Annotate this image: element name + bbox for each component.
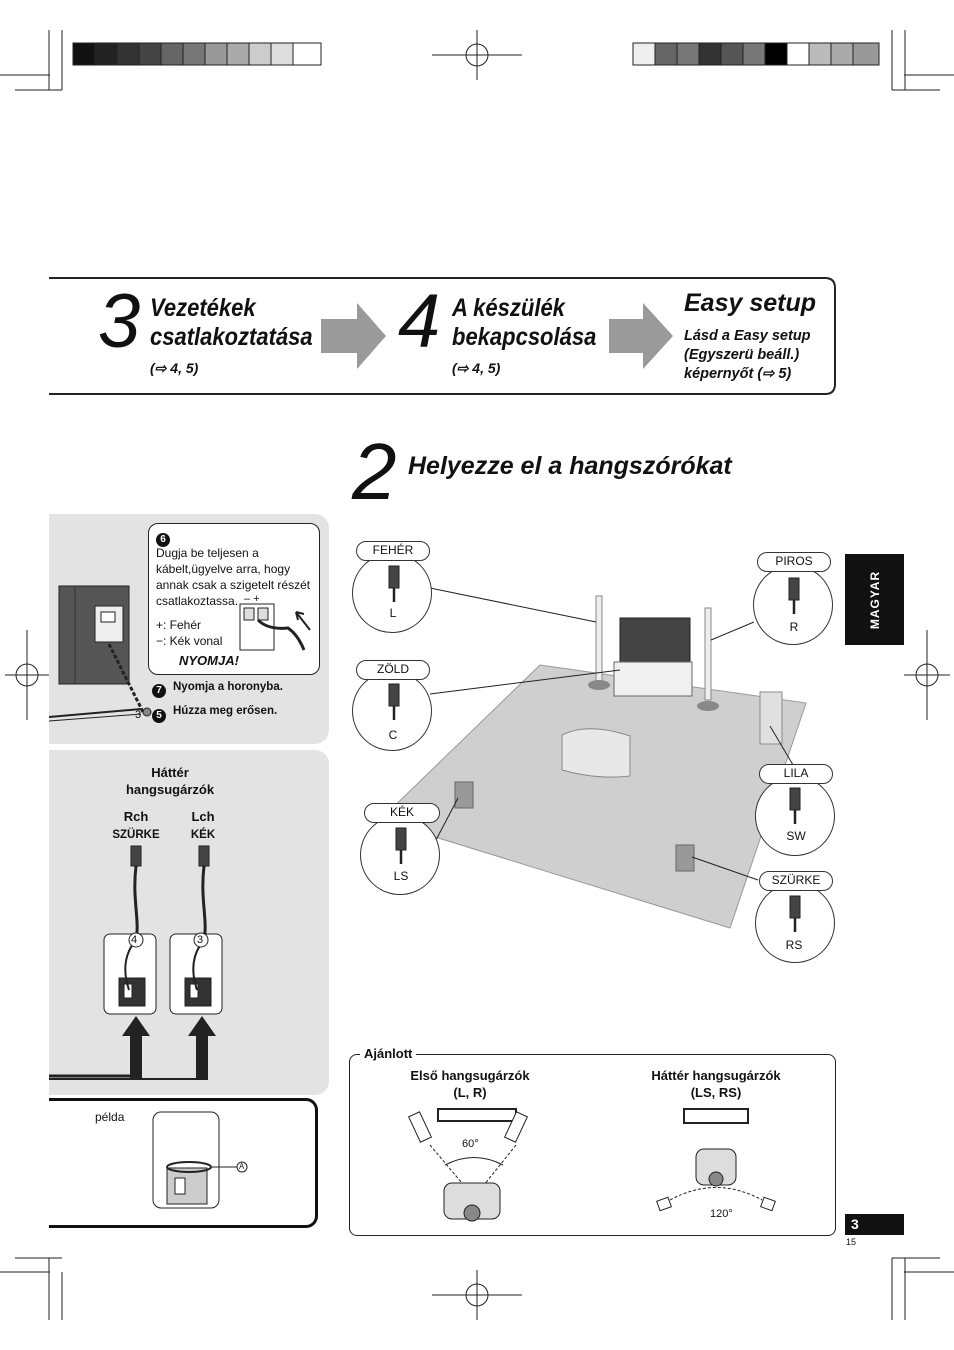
- surround-left-speaker: [454, 781, 474, 809]
- speaker-color-szürke: SZÜRKE: [759, 871, 833, 891]
- step3-title-line1: Vezetékek: [150, 294, 256, 322]
- instruction-line: kábelt,ügyelve arra, hogy: [156, 562, 291, 576]
- header-frame: [49, 277, 836, 395]
- example-box: [49, 1098, 318, 1228]
- lch-number: 3: [197, 934, 204, 946]
- speaker-code-R: R: [789, 620, 799, 634]
- front-title-line2: (L, R): [453, 1085, 487, 1100]
- armchair: [561, 728, 631, 778]
- rch-number: 4: [131, 934, 138, 946]
- example-label: példa: [95, 1110, 125, 1124]
- plus-label: +: Fehér: [156, 618, 202, 632]
- rch-color-label: SZÜRKE: [112, 829, 160, 841]
- speaker-code-RS: RS: [785, 938, 803, 952]
- rear-rec-title-line2: (LS, RS): [690, 1085, 742, 1100]
- speaker-color-piros: PIROS: [757, 552, 831, 572]
- speaker-color-zöld: ZÖLD: [356, 660, 430, 680]
- front-title-line1: Első hangsugárzók: [410, 1068, 530, 1083]
- flow-arrow-2: [609, 303, 673, 369]
- example-illustration: [152, 1111, 248, 1209]
- step6-badge: 6: [156, 533, 170, 547]
- page-number-tab: 3: [845, 1214, 904, 1235]
- connection-callout: [148, 523, 320, 675]
- instruction-line: Dugja be teljesen a: [156, 546, 259, 560]
- step3-ref: (⇨ 4, 5): [150, 360, 199, 376]
- rear-rec-title-line1: Háttér hangsugárzók: [651, 1068, 781, 1083]
- rear-angle: 120°: [710, 1208, 733, 1220]
- step2-title: Helyezze el a hangszórókat: [408, 452, 732, 480]
- step3-title-line2: csatlakoztatása: [150, 323, 313, 351]
- step4-title: A készülék bekapcsolása: [452, 294, 610, 352]
- lch-color-label: KÉK: [190, 829, 216, 841]
- speaker-color-fehér: FEHÉR: [356, 541, 430, 561]
- instruction-line: csatlakoztassa.: [156, 594, 239, 608]
- speaker-color-lila: LILA: [759, 764, 833, 784]
- connection-illustration: [49, 585, 152, 722]
- terminal-illustration: [239, 603, 311, 651]
- step5-badge: 5: [152, 709, 166, 723]
- polarity-label: – +: [244, 593, 260, 605]
- rear-title-line1: Háttér: [151, 765, 189, 780]
- subwoofer: [759, 691, 783, 745]
- page-small-number: 15: [846, 1237, 857, 1247]
- easy-setup-title: Easy setup: [684, 289, 817, 317]
- step7-badge: 7: [152, 684, 166, 698]
- step5-text: Húzza meg erősen.: [173, 705, 278, 717]
- connection-instructions: Dugja be teljesen a kábelt,ügyelve arra,…: [156, 545, 316, 609]
- easy-setup-line1: Lásd a Easy setup: [684, 328, 811, 344]
- front-speakers-title: Első hangsugárzók (L, R): [390, 1067, 550, 1101]
- room-floor: [379, 664, 807, 929]
- easy-setup-text: Lásd a Easy setup (Egyszerü beáll.) képe…: [684, 327, 811, 384]
- step3-number: 3: [98, 279, 141, 364]
- recommended-illustration: [407, 1108, 776, 1222]
- step4-number: 4: [398, 279, 441, 364]
- recommended-box: [349, 1054, 836, 1236]
- instruction-line: annak csak a szigetelt részét: [156, 578, 311, 592]
- speaker-color-kék: KÉK: [364, 803, 440, 823]
- lch-label: Lch: [191, 809, 215, 824]
- speaker-code-SW: SW: [786, 829, 806, 843]
- step4-ref: (⇨ 4, 5): [452, 360, 501, 376]
- rear-title-line2: hangsugárzók: [125, 782, 215, 797]
- speaker-plugs: [388, 565, 801, 932]
- easy-setup-line3: képernyőt (⇨ 5): [684, 366, 792, 382]
- marker-a: A: [239, 1162, 245, 1171]
- tv: [619, 617, 691, 664]
- step3-title: Vezetékek csatlakoztatása: [150, 294, 313, 352]
- speaker-code-LS: LS: [393, 869, 409, 883]
- rch-label: Rch: [123, 809, 149, 824]
- step4-title-line1: A készülék: [452, 294, 565, 322]
- language-tab-label: MAGYAR: [867, 570, 882, 629]
- speaker-code-L: L: [389, 606, 397, 620]
- step7-text: Nyomja a horonyba.: [173, 681, 283, 693]
- rear-speakers-rec-title: Háttér hangsugárzók (LS, RS): [636, 1067, 796, 1101]
- room-diagram: [379, 587, 807, 929]
- easy-setup-line2: (Egyszerü beáll.): [684, 347, 800, 363]
- front-right-speaker: [704, 607, 712, 701]
- step2-number: 2: [352, 427, 397, 516]
- press-label: NYOMJA!: [179, 653, 239, 668]
- rear-speakers-illustration: [49, 845, 223, 1080]
- front-angle: 60°: [462, 1138, 479, 1150]
- language-tab: MAGYAR: [845, 554, 904, 645]
- speaker-code-C: C: [388, 728, 398, 742]
- step4-title-line2: bekapcsolása: [452, 323, 597, 351]
- cable-number: 3: [135, 709, 142, 721]
- minus-label: −: Kék vonal: [156, 634, 223, 648]
- recommended-title: Ajánlott: [360, 1046, 417, 1061]
- page-number: 3: [851, 1216, 859, 1232]
- rear-speakers-title: Háttér hangsugárzók: [110, 764, 230, 798]
- flow-arrow-1: [321, 303, 386, 369]
- rear-speakers-panel: [49, 750, 329, 1095]
